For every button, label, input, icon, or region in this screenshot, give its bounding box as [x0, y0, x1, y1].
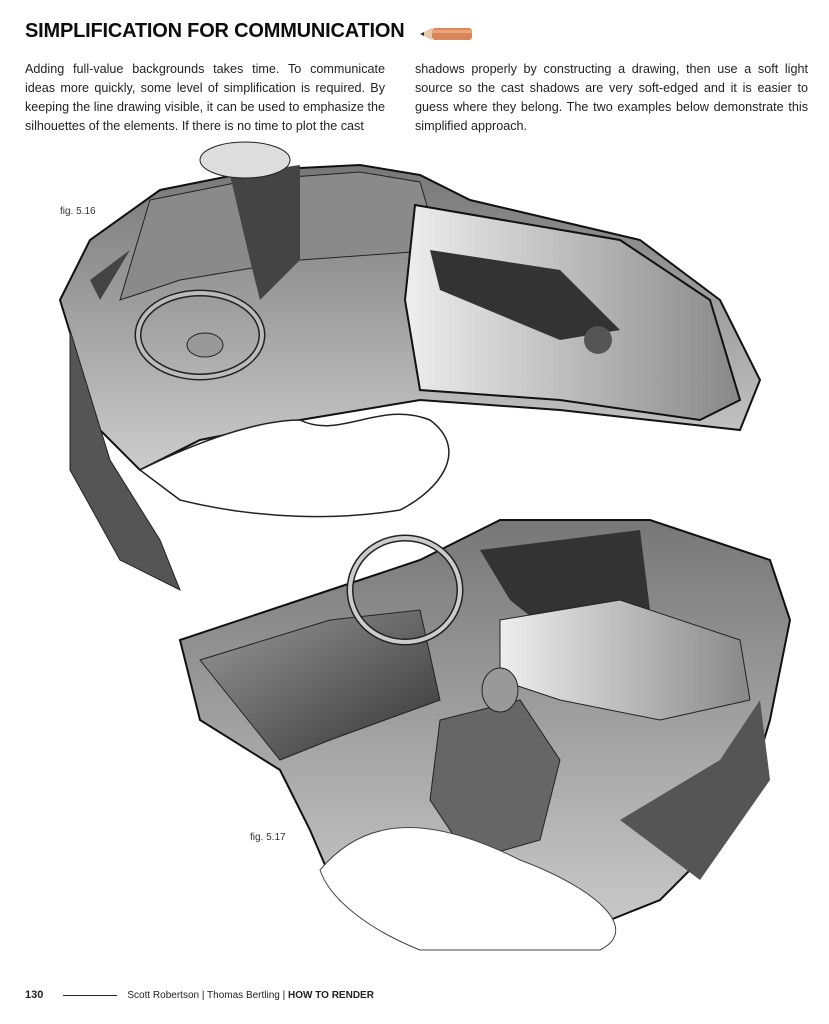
page-title: SIMPLIFICATION FOR COMMUNICATION [25, 20, 405, 42]
footer-authors: Scott Robertson | Thomas Bertling | [127, 989, 288, 1001]
page-footer: 130 Scott Robertson | Thomas Bertling | … [25, 989, 374, 1001]
figure-caption-5-16: fig. 5.16 [60, 206, 96, 217]
body-text-right: shadows properly by constructing a drawi… [415, 62, 808, 133]
body-text-left: Adding full-value backgrounds takes time… [25, 62, 385, 133]
pencil-icon [420, 28, 472, 40]
figure-caption-5-17: fig. 5.17 [250, 832, 286, 843]
sketch-fig-5-16 [58, 141, 762, 592]
page-number: 130 [25, 989, 44, 1001]
footer-rule [63, 994, 118, 996]
footer-book-title: HOW TO RENDER [288, 989, 374, 1001]
sketch-fig-5-17 [178, 519, 792, 951]
